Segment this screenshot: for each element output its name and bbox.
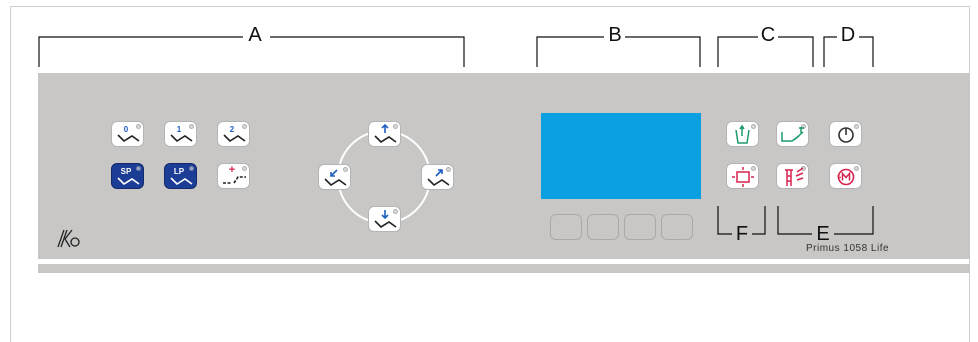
status-led <box>242 124 247 129</box>
label-b: B <box>608 24 622 46</box>
program-0-button[interactable]: 0 <box>111 121 144 147</box>
operating-light-button[interactable] <box>726 163 759 189</box>
status-led <box>393 124 398 129</box>
status-led <box>136 166 141 171</box>
backrest-up-button[interactable] <box>368 121 401 147</box>
chair-position-icon <box>117 177 140 186</box>
chair-up-button[interactable] <box>421 164 454 190</box>
soft-key-2[interactable] <box>587 214 619 240</box>
operating-light-icon <box>732 167 754 187</box>
status-led <box>751 124 756 129</box>
status-led <box>136 124 141 129</box>
display-screen <box>541 113 701 199</box>
arrow-down-icon <box>374 210 397 229</box>
store-plus-label: + <box>228 164 236 176</box>
label-a: A <box>248 24 262 46</box>
soft-key-3[interactable] <box>624 214 656 240</box>
status-led <box>189 124 194 129</box>
label-d: D <box>840 24 856 46</box>
program-1-label: 1 <box>176 125 182 134</box>
spittoon-rinse-icon <box>785 167 804 186</box>
cup-fill-icon <box>735 124 750 144</box>
panel-base-stripe <box>38 264 970 273</box>
soft-key-4[interactable] <box>661 214 693 240</box>
store-position-icon <box>223 176 246 184</box>
last-position-label: LP <box>173 167 185 176</box>
status-led <box>189 166 194 171</box>
chair-down-button[interactable] <box>318 164 351 190</box>
chair-rinse-icon <box>781 127 804 142</box>
program-1-button[interactable]: 1 <box>164 121 197 147</box>
status-led <box>854 124 859 129</box>
label-f: F <box>735 223 749 245</box>
chair-position-icon <box>170 134 193 143</box>
spittoon-position-button[interactable]: SP <box>111 163 144 189</box>
store-position-button[interactable]: + <box>217 163 250 189</box>
chair-position-icon <box>223 134 246 143</box>
cup-fill-button[interactable] <box>726 121 759 147</box>
chair-rinse-button[interactable] <box>776 121 809 147</box>
kavo-logo-icon <box>57 229 80 248</box>
last-position-button[interactable]: LP <box>164 163 197 189</box>
memory-m-icon <box>837 168 855 186</box>
status-led <box>393 209 398 214</box>
arrow-up-icon <box>374 123 397 144</box>
status-led <box>751 166 756 171</box>
program-0-label: 0 <box>123 125 129 134</box>
timer-button[interactable] <box>829 121 862 147</box>
status-led <box>854 166 859 171</box>
program-2-label: 2 <box>229 125 235 134</box>
arrow-down-left-icon <box>324 169 347 187</box>
status-led <box>343 167 348 172</box>
timer-icon <box>838 127 854 143</box>
backrest-down-button[interactable] <box>368 206 401 232</box>
memory-m-button[interactable] <box>829 163 862 189</box>
model-name: Primus 1058 Life <box>806 243 890 254</box>
status-led <box>242 166 247 171</box>
spittoon-position-label: SP <box>120 167 132 176</box>
soft-key-1[interactable] <box>550 214 582 240</box>
arrow-up-right-icon <box>427 169 450 187</box>
chair-position-icon <box>117 134 140 143</box>
chair-position-icon <box>170 177 193 186</box>
label-c: C <box>760 24 776 46</box>
spittoon-rinse-button[interactable] <box>776 163 809 189</box>
status-led <box>446 167 451 172</box>
program-2-button[interactable]: 2 <box>217 121 250 147</box>
label-e: E <box>816 223 830 245</box>
